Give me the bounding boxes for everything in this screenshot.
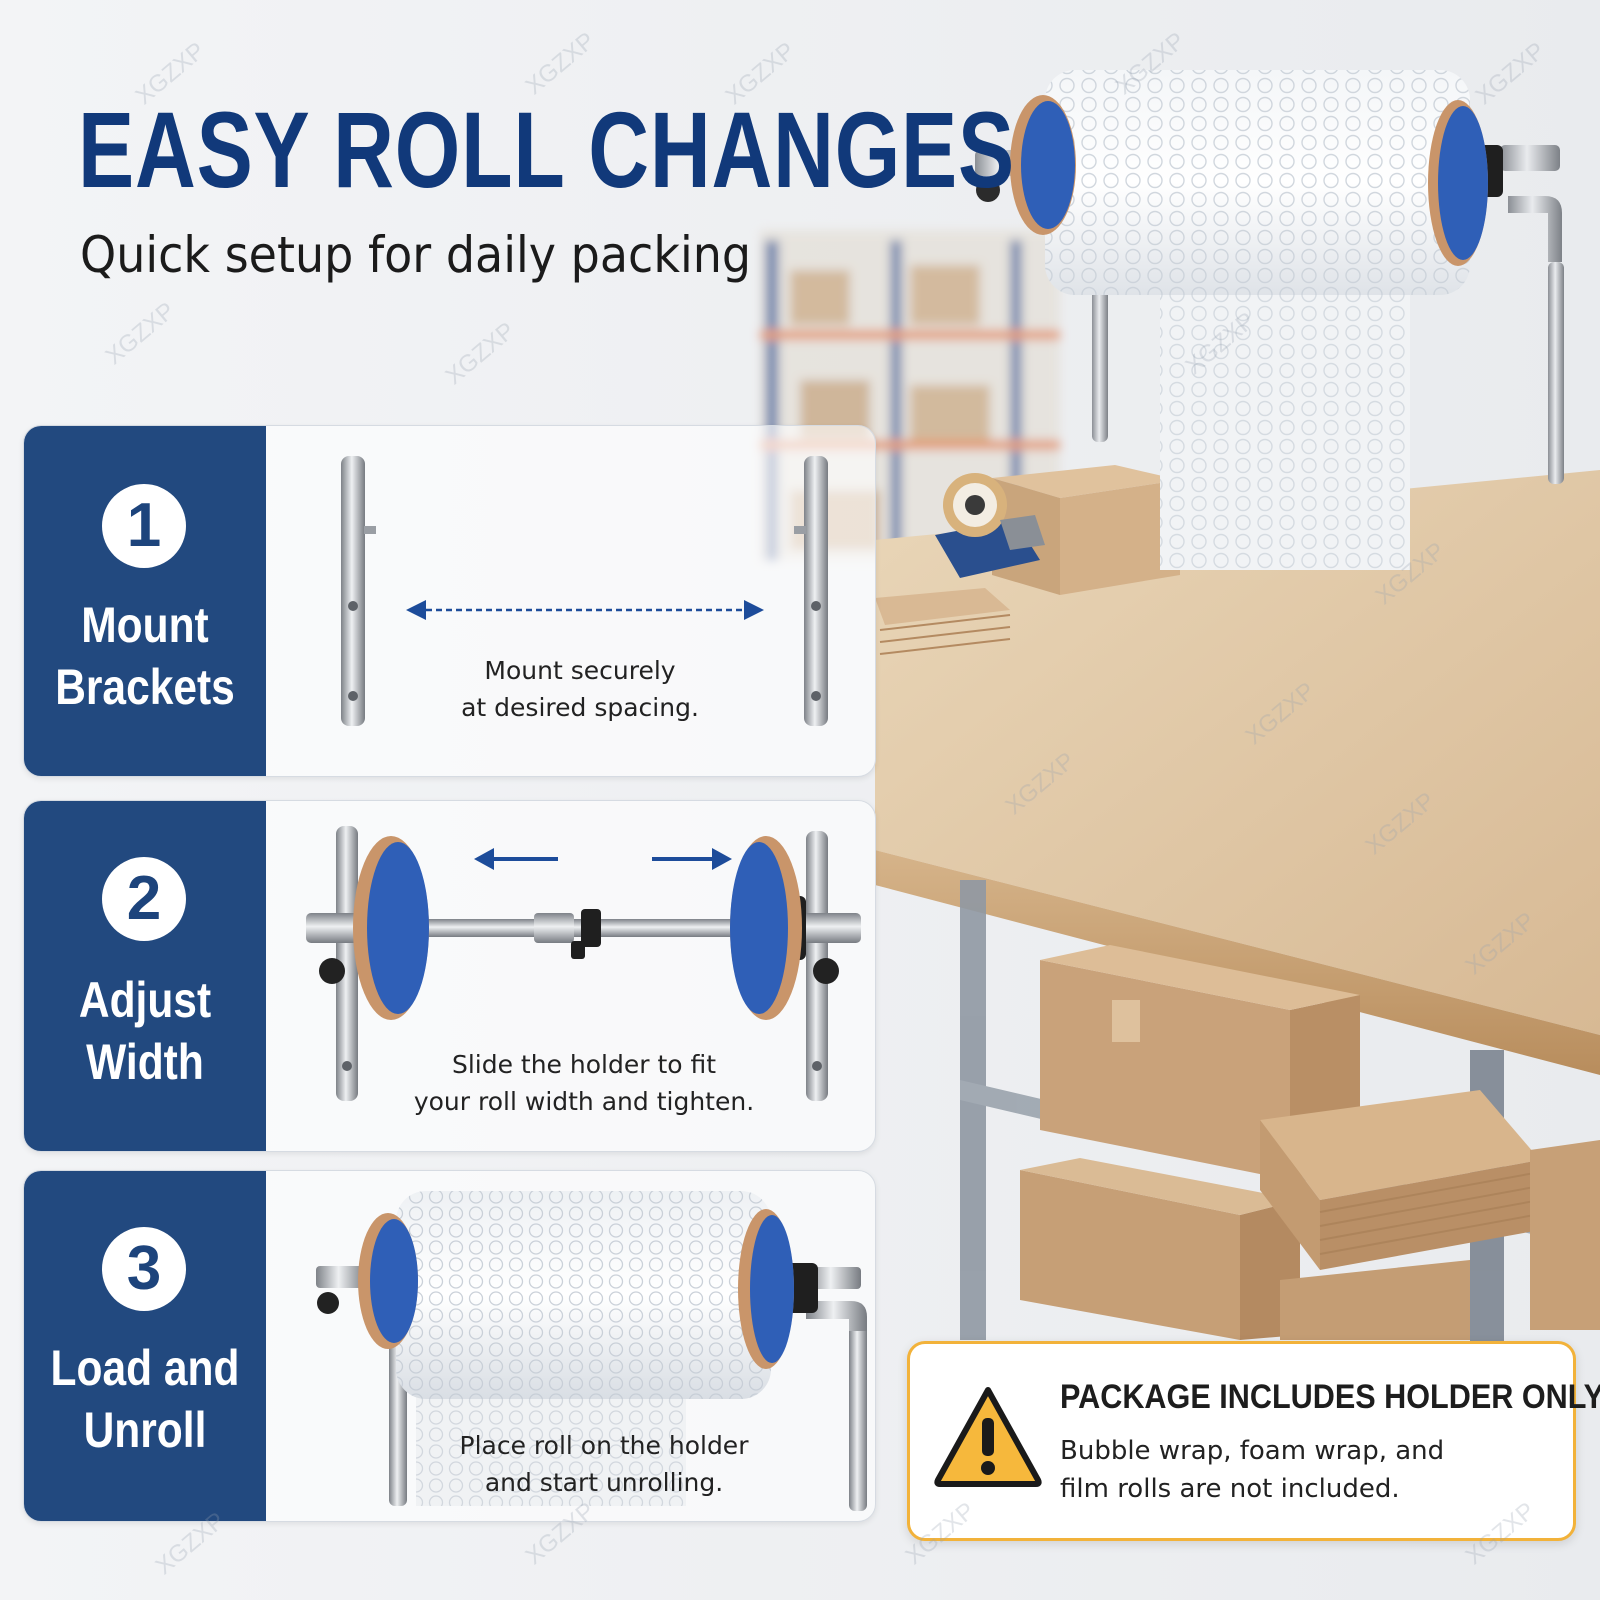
step-number-badge: 3 (102, 1227, 186, 1311)
step-description-line: Place roll on the holder (459, 1431, 749, 1460)
step-description-line: Mount securely (484, 656, 676, 685)
left-bracket-tube (341, 456, 376, 726)
step-panel: 1 Mount Brackets (24, 426, 266, 776)
step-title-line: Mount (81, 597, 209, 653)
step-panel: 3 Load and Unroll (24, 1171, 266, 1521)
step-title: Adjust Width (42, 969, 248, 1093)
step-description-line: and start unrolling. (484, 1468, 724, 1497)
slide-right-arrow-icon (652, 848, 732, 870)
step-panel: 2 Adjust Width (24, 801, 266, 1151)
step-number-badge: 2 (102, 857, 186, 941)
slide-left-arrow-icon (474, 848, 558, 870)
notice-text: Bubble wrap, foam wrap, and film rolls a… (1060, 1432, 1444, 1508)
step-card-load-and-unroll: 3 Load and Unroll (23, 1170, 876, 1522)
step-title-line: Adjust (78, 972, 212, 1028)
right-bracket-tube (794, 456, 828, 726)
step-title-line: Width (86, 1034, 204, 1090)
notice-text-line: film rolls are not included. (1060, 1474, 1400, 1504)
step-description-line: your roll width and tighten. (413, 1087, 755, 1116)
step-description-line: at desired spacing. (461, 693, 699, 722)
spacing-arrow-icon (406, 600, 764, 620)
step-title-line: Brackets (55, 659, 235, 715)
load-roll-illustration (316, 1191, 867, 1511)
warning-triangle-icon (934, 1387, 1042, 1487)
page-subtitle: Quick setup for daily packing (80, 226, 752, 284)
adjust-width-illustration (306, 826, 861, 1101)
package-notice: PACKAGE INCLUDES HOLDER ONLY Bubble wrap… (907, 1341, 1600, 1541)
notice-title: PACKAGE INCLUDES HOLDER ONLY (1060, 1378, 1600, 1416)
page-title: EASY ROLL CHANGES (78, 89, 1015, 210)
step-description: Place roll on the holder and start unrol… (414, 1427, 794, 1501)
step-description: Slide the holder to fit your roll width … (384, 1046, 784, 1120)
step-description-line: Slide the holder to fit (451, 1050, 717, 1079)
brackets-illustration (341, 456, 828, 726)
step-title-line: Load and (50, 1340, 240, 1396)
step-title: Load and Unroll (42, 1337, 248, 1461)
step-description: Mount securely at desired spacing. (424, 652, 736, 726)
step-number-badge: 1 (102, 484, 186, 568)
step-card-mount-brackets: 1 Mount Brackets (23, 425, 876, 777)
notice-text-line: Bubble wrap, foam wrap, and (1060, 1436, 1445, 1466)
step-title-line: Unroll (83, 1402, 207, 1458)
step-card-adjust-width: 2 Adjust Width (23, 800, 876, 1152)
step-title: Mount Brackets (42, 594, 248, 718)
